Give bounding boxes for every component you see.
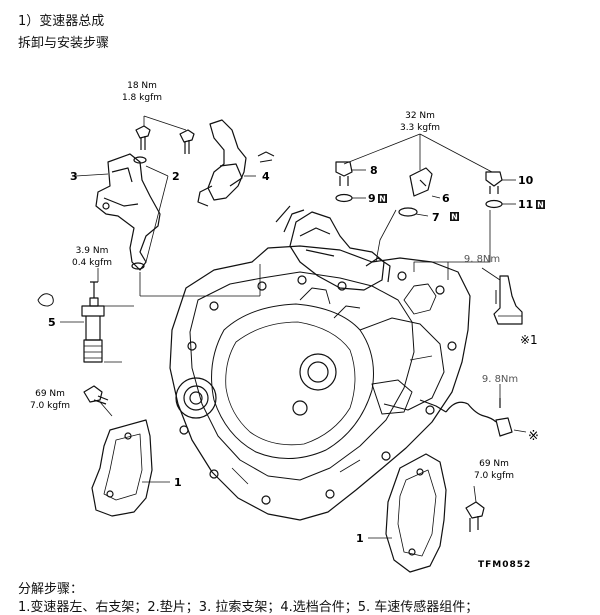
- torque-32nm-kgfm: 3.3 kgfm: [400, 123, 440, 133]
- part-2-washer-lower: [131, 262, 145, 270]
- torque-69nm-right-kgfm: 7.0 kgfm: [474, 471, 514, 481]
- callout-1-upper: 1: [174, 476, 182, 489]
- badge-n-9: N: [378, 194, 387, 204]
- part-10-plug: [485, 171, 503, 194]
- torque-9-8nm-upper: 9. 8Nm: [464, 254, 500, 265]
- callout-1-lower: 1: [356, 532, 364, 545]
- transmission-case: [169, 245, 471, 521]
- torque-18nm-kgfm: 1.8 kgfm: [122, 93, 162, 103]
- bolt-69nm-left: [83, 385, 109, 405]
- sensor-harness-x: [419, 398, 513, 437]
- svg-text:N: N: [379, 195, 386, 204]
- callout-9: 9: [368, 192, 376, 205]
- part-1-bracket-right: [385, 453, 447, 573]
- callout-5: 5: [48, 316, 56, 329]
- torque-3-9nm: 3.9 Nm: [76, 246, 109, 256]
- bolt-18nm-a: [135, 125, 151, 150]
- part-2-washer-upper: [133, 156, 147, 164]
- torque-32nm: 32 Nm: [405, 111, 435, 121]
- badge-n-7: N: [450, 212, 459, 222]
- steps-text: 1.变速器左、右支架；2.垫片；3. 拉索支架；4.选档合件；5. 车速传感器组…: [18, 600, 479, 615]
- mark-x: ※: [528, 429, 539, 444]
- steps-heading: 分解步骤：: [18, 582, 84, 597]
- part-4-select-lever: [197, 119, 275, 207]
- figure-code: TFM0852: [478, 560, 531, 570]
- mark-x1: ※1: [520, 333, 538, 347]
- section-subtitle: 拆卸与安装步骤: [18, 36, 110, 51]
- callout-7: 7: [432, 211, 440, 224]
- bolt-69nm-right: [465, 501, 485, 532]
- part-8-bolt: [335, 161, 353, 186]
- part-9-gasket: [335, 193, 353, 203]
- callout-3: 3: [70, 170, 78, 183]
- part-3-cable-bracket: [95, 153, 161, 271]
- callout-6: 6: [442, 192, 450, 205]
- shift-lever-assembly: [275, 205, 391, 291]
- torque-69nm-left: 69 Nm: [35, 389, 65, 399]
- transmission-exploded-diagram: 18 Nm 1.8 kgfm 32 Nm 3.3 kgfm 3.9 Nm 0.4…: [30, 81, 545, 573]
- callout-2: 2: [172, 170, 180, 183]
- badge-n-11: N: [536, 200, 545, 210]
- svg-text:N: N: [451, 213, 458, 222]
- callout-10: 10: [518, 174, 534, 187]
- svg-text:N: N: [537, 201, 544, 210]
- torque-69nm-left-kgfm: 7.0 kgfm: [30, 401, 70, 411]
- torque-3-9nm-kgfm: 0.4 kgfm: [72, 258, 112, 268]
- bracket-x1: [493, 275, 523, 325]
- torque-18nm: 18 Nm: [127, 81, 157, 91]
- part-7-gasket: [398, 207, 418, 217]
- torque-69nm-right: 69 Nm: [479, 459, 509, 469]
- part-6-switch: [409, 167, 433, 197]
- section-title: 1）变速器总成: [18, 14, 105, 29]
- part-5-speed-sensor: [37, 281, 105, 363]
- callout-4: 4: [262, 170, 270, 183]
- part-1-bracket-left: [91, 419, 153, 517]
- callout-11: 11: [518, 198, 533, 211]
- part-11-gasket: [485, 199, 503, 209]
- torque-9-8nm-lower: 9. 8Nm: [482, 374, 518, 385]
- bolt-18nm-b: [179, 129, 195, 154]
- callout-8: 8: [370, 164, 378, 177]
